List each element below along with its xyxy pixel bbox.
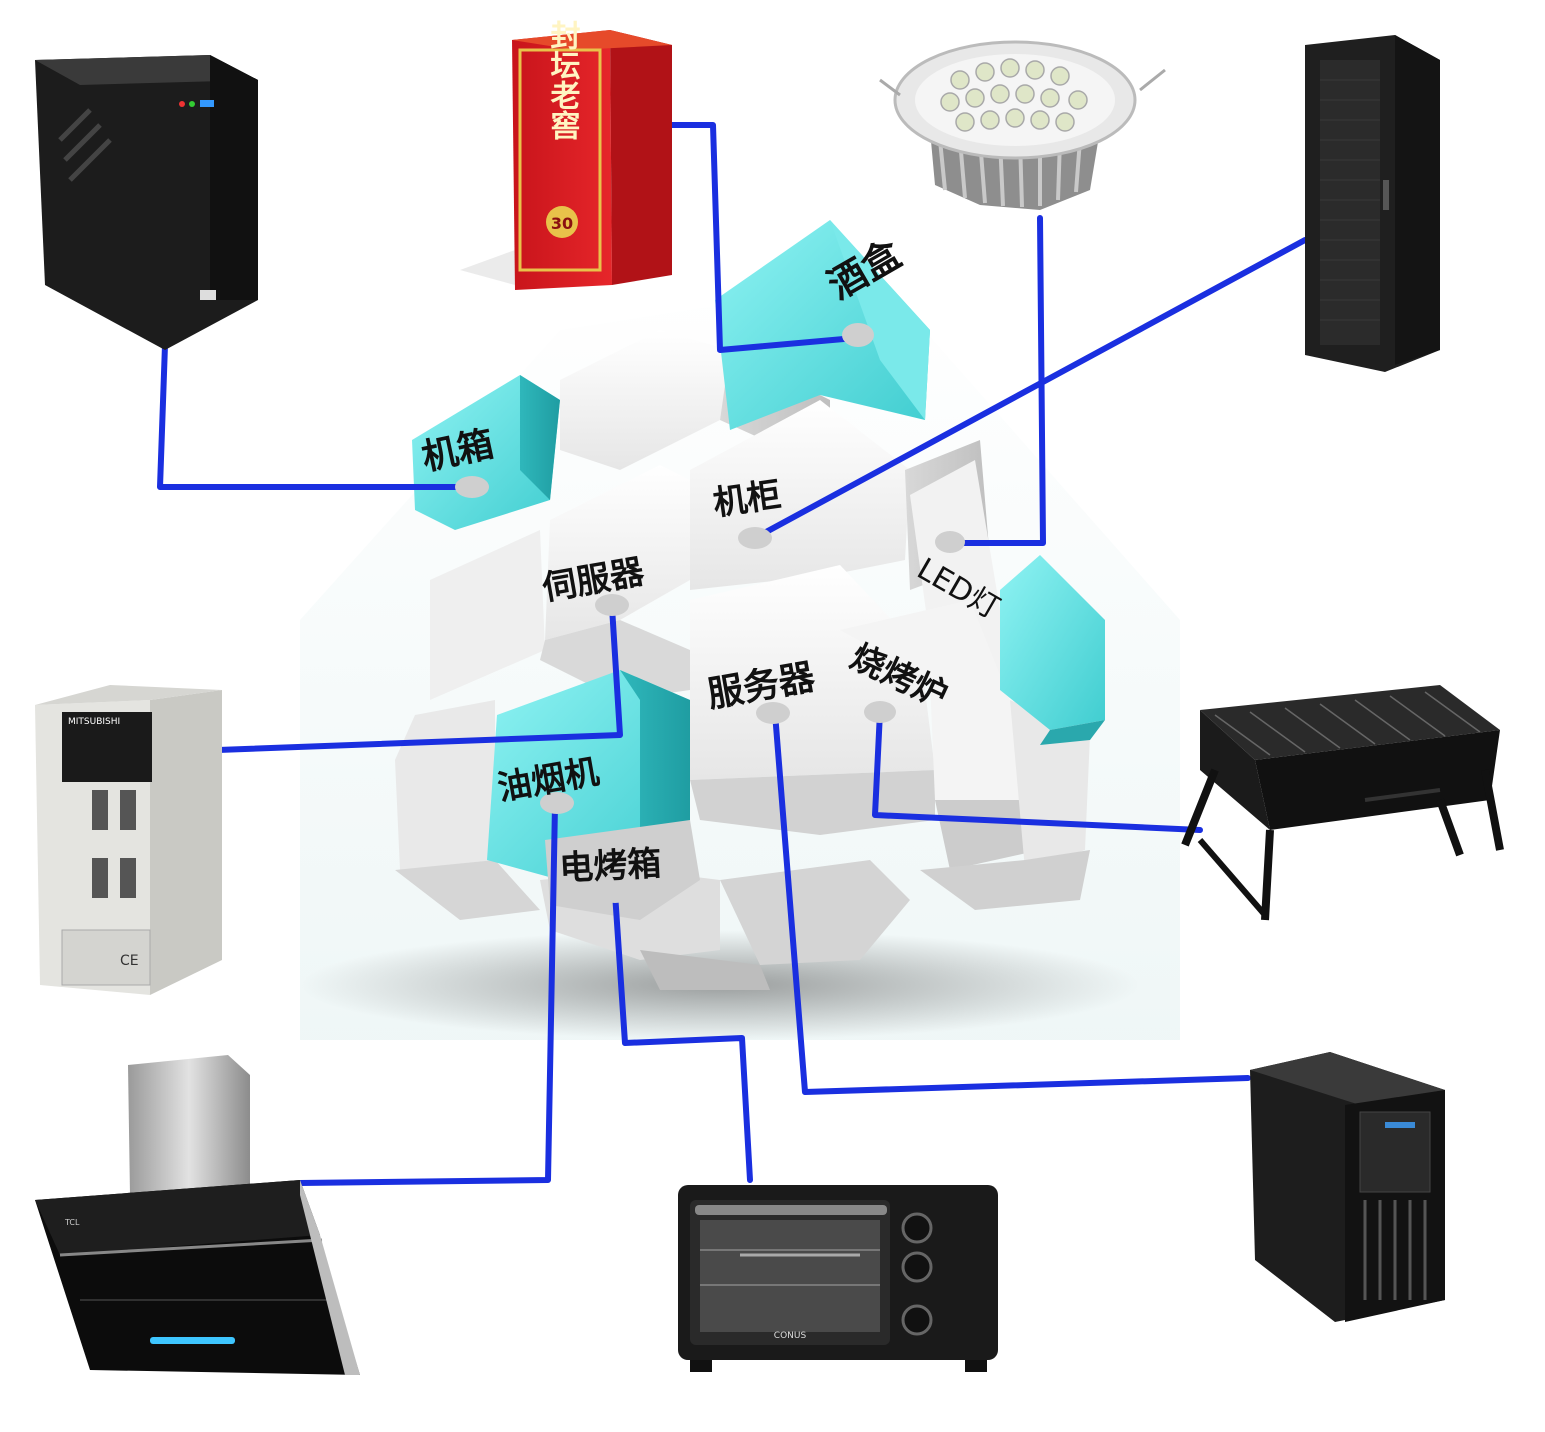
dot-range-hood bbox=[540, 792, 574, 814]
connector-chassis bbox=[157, 342, 473, 490]
dot-server bbox=[756, 702, 790, 724]
dot-oven bbox=[598, 881, 632, 903]
dot-servo bbox=[595, 594, 629, 616]
dot-wine-box bbox=[842, 323, 874, 347]
connector-range-hood bbox=[297, 802, 558, 1186]
led-downlight-image bbox=[879, 40, 1166, 210]
servo-drive-image: MITSUBISHI CE bbox=[35, 685, 222, 995]
rubiks-cube bbox=[300, 220, 1180, 1040]
wine-box-brand: 封坛老窖 bbox=[545, 20, 581, 140]
dot-grill bbox=[864, 701, 896, 723]
connector-lines bbox=[157, 122, 1308, 1186]
pc-chassis-image bbox=[35, 55, 258, 350]
electric-oven-image: CONUS bbox=[678, 1185, 998, 1372]
server-rack-image bbox=[1305, 35, 1440, 372]
connector-oven bbox=[612, 890, 753, 1183]
connector-wine-box bbox=[667, 122, 858, 353]
connector-servo bbox=[215, 604, 623, 753]
barbecue-grill-image bbox=[1181, 685, 1504, 921]
tower-server-image bbox=[1250, 1052, 1445, 1322]
dot-led-lamp bbox=[935, 531, 965, 553]
connector-cabinet bbox=[752, 237, 1308, 541]
dot-cabinet bbox=[738, 527, 772, 549]
dot-chassis bbox=[455, 476, 489, 498]
wine-box-age: 30 bbox=[551, 214, 573, 233]
wine-box-image: 封坛老窖 30 bbox=[460, 20, 672, 290]
label-cabinet: 机柜 bbox=[711, 475, 784, 524]
range-hood-image: TCL bbox=[35, 1055, 360, 1375]
servo-brand: MITSUBISHI bbox=[68, 717, 120, 727]
label-oven: 电烤箱 bbox=[558, 844, 662, 889]
connection-dots bbox=[455, 323, 965, 903]
connector-led-lamp bbox=[957, 215, 1046, 546]
oven-brand: CONUS bbox=[774, 1331, 807, 1341]
servo-ce-mark: CE bbox=[120, 953, 139, 969]
range-hood-brand: TCL bbox=[64, 1218, 80, 1227]
connector-server bbox=[772, 710, 1251, 1095]
connector-grill bbox=[872, 709, 1203, 833]
